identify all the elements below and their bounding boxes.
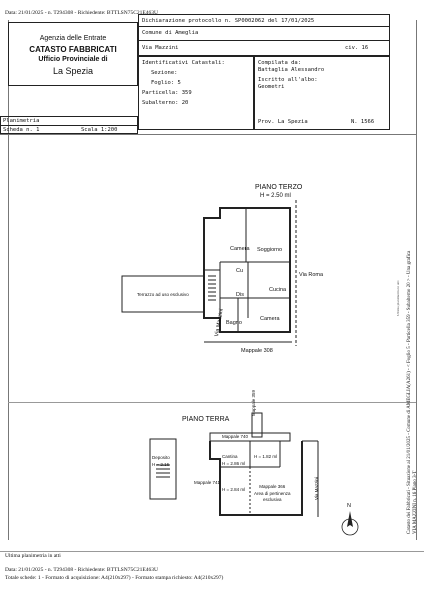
h284-label: H = 2.84 ml <box>222 487 246 492</box>
iscritto-text: Iscritto all'albo: <box>258 77 318 83</box>
declaration-box: Dichiarazione protocollo n. SP0002062 de… <box>138 14 390 56</box>
room-bagno: Bagno <box>226 320 242 326</box>
declaration-text: Dichiarazione protocollo n. SP0002062 de… <box>142 18 315 24</box>
room-camera-1: Camera <box>230 246 250 252</box>
catasto-title: CATASTO FABBRICATI <box>29 45 117 54</box>
agency-name: Agenzia delle Entrate <box>39 35 107 42</box>
subalterno-text: Subalterno: 20 <box>142 100 189 106</box>
north-arrow-icon <box>341 511 359 536</box>
via-mazzini-label-terra: Via Mazzini <box>314 477 319 500</box>
divider <box>139 26 389 27</box>
compilata-title: Compilata da: <box>258 60 302 66</box>
mappale-359-strip <box>251 412 263 438</box>
prov-text: Prov. La Spezia <box>258 119 308 125</box>
numero-text: N. 1566 <box>351 119 375 125</box>
frame-right-line <box>416 20 417 540</box>
piano-terzo-title: PIANO TERZO <box>255 184 303 191</box>
identificativi-box: Identificativi Catastali: Sezione: Fogli… <box>138 56 254 130</box>
footer-line2: Totale schede: 1 - Formato di acquisizio… <box>5 575 224 581</box>
piano-terra-plan <box>149 412 319 517</box>
scala-text: Scala 1:200 <box>81 127 118 133</box>
footer-line <box>0 551 424 552</box>
deposito-label: Deposito H = 2.16 <box>152 455 170 467</box>
scheda-text: Scheda n. 1 <box>3 127 40 133</box>
divider <box>1 125 137 126</box>
north-label: N <box>347 503 351 509</box>
ufficio-title: Ufficio Provinciale di <box>38 56 108 63</box>
particella-text: Particella: 359 <box>142 90 192 96</box>
deposito-room <box>149 438 177 500</box>
albo-text: Geometri <box>258 84 285 90</box>
sezione-text: Sezione: <box>151 70 178 76</box>
frame-left-line <box>8 20 9 540</box>
room-camera-2: Camera <box>260 316 280 322</box>
h182-label: H = 1.82 ml <box>254 454 278 459</box>
via-roma-label: Via Roma <box>299 272 324 278</box>
compilata-box: Compilata da: Battaglia Alessandro Iscri… <box>254 56 390 130</box>
compilata-name: Battaglia Alessandro <box>258 67 325 73</box>
comune-text: Comune di Ameglia <box>142 30 199 36</box>
planimetria-title: Planimetria <box>3 118 40 124</box>
room-terrazzo: Terrazzo ad uso esclusivo <box>137 292 189 297</box>
header-bottom-line <box>0 134 416 135</box>
side-text-line1: Catasto dei Fabbricati - Situazione al 2… <box>407 250 412 534</box>
room-dis: Dis <box>236 292 244 298</box>
piano-terra-title: PIANO TERRA <box>182 416 230 423</box>
footer-line1: Data: 21/01/2025 - n. T294308 - Richiede… <box>5 567 158 573</box>
identificativi-title: Identificativi Catastali: <box>142 60 225 66</box>
footer-ultima: Ultima planimetria in atti <box>5 553 61 559</box>
divider <box>139 40 389 41</box>
building-outline <box>203 207 291 333</box>
city-title: La Spezia <box>52 66 94 76</box>
via-text: Via Mazzini <box>142 45 179 51</box>
planimetria-box: Planimetria Scheda n. 1 Scala 1:200 <box>0 116 138 134</box>
mappale-359-label: Mappale 359 <box>251 389 256 416</box>
mappale-308-label: Mappale 308 <box>241 348 273 354</box>
agency-box: Agenzia delle Entrate CATASTO FABBRICATI… <box>8 22 138 86</box>
piano-terzo-plan <box>121 200 297 346</box>
room-cu: Cu <box>236 268 244 274</box>
civ-text: civ. 16 <box>345 45 369 51</box>
cantina-outline <box>209 441 303 516</box>
foglio-text: Foglio: 5 <box>151 80 181 86</box>
piano-terzo-height: H = 2.50 ml <box>260 193 291 199</box>
mappale-741-label: Mappale 741 <box>194 480 221 485</box>
header-line: Data: 21/01/2025 - n. T294308 - Richiede… <box>5 10 158 16</box>
mappale-740-label: Mappale 740 <box>222 434 249 439</box>
room-soggiorno: Soggiorno <box>257 247 283 253</box>
room-cucina: Cucina <box>269 287 287 293</box>
side-stamp: Ultima planimetria in atti <box>396 280 400 316</box>
plan-separator <box>8 402 416 403</box>
side-text-line2: VIA MAZZINI n. 16 Piano 3-T <box>413 470 418 534</box>
cantina-label: Cantina H = 2.86 ml <box>222 454 246 466</box>
mappale-366-label: Mappale 366 Area di pertinenza esclusiva <box>254 484 291 502</box>
